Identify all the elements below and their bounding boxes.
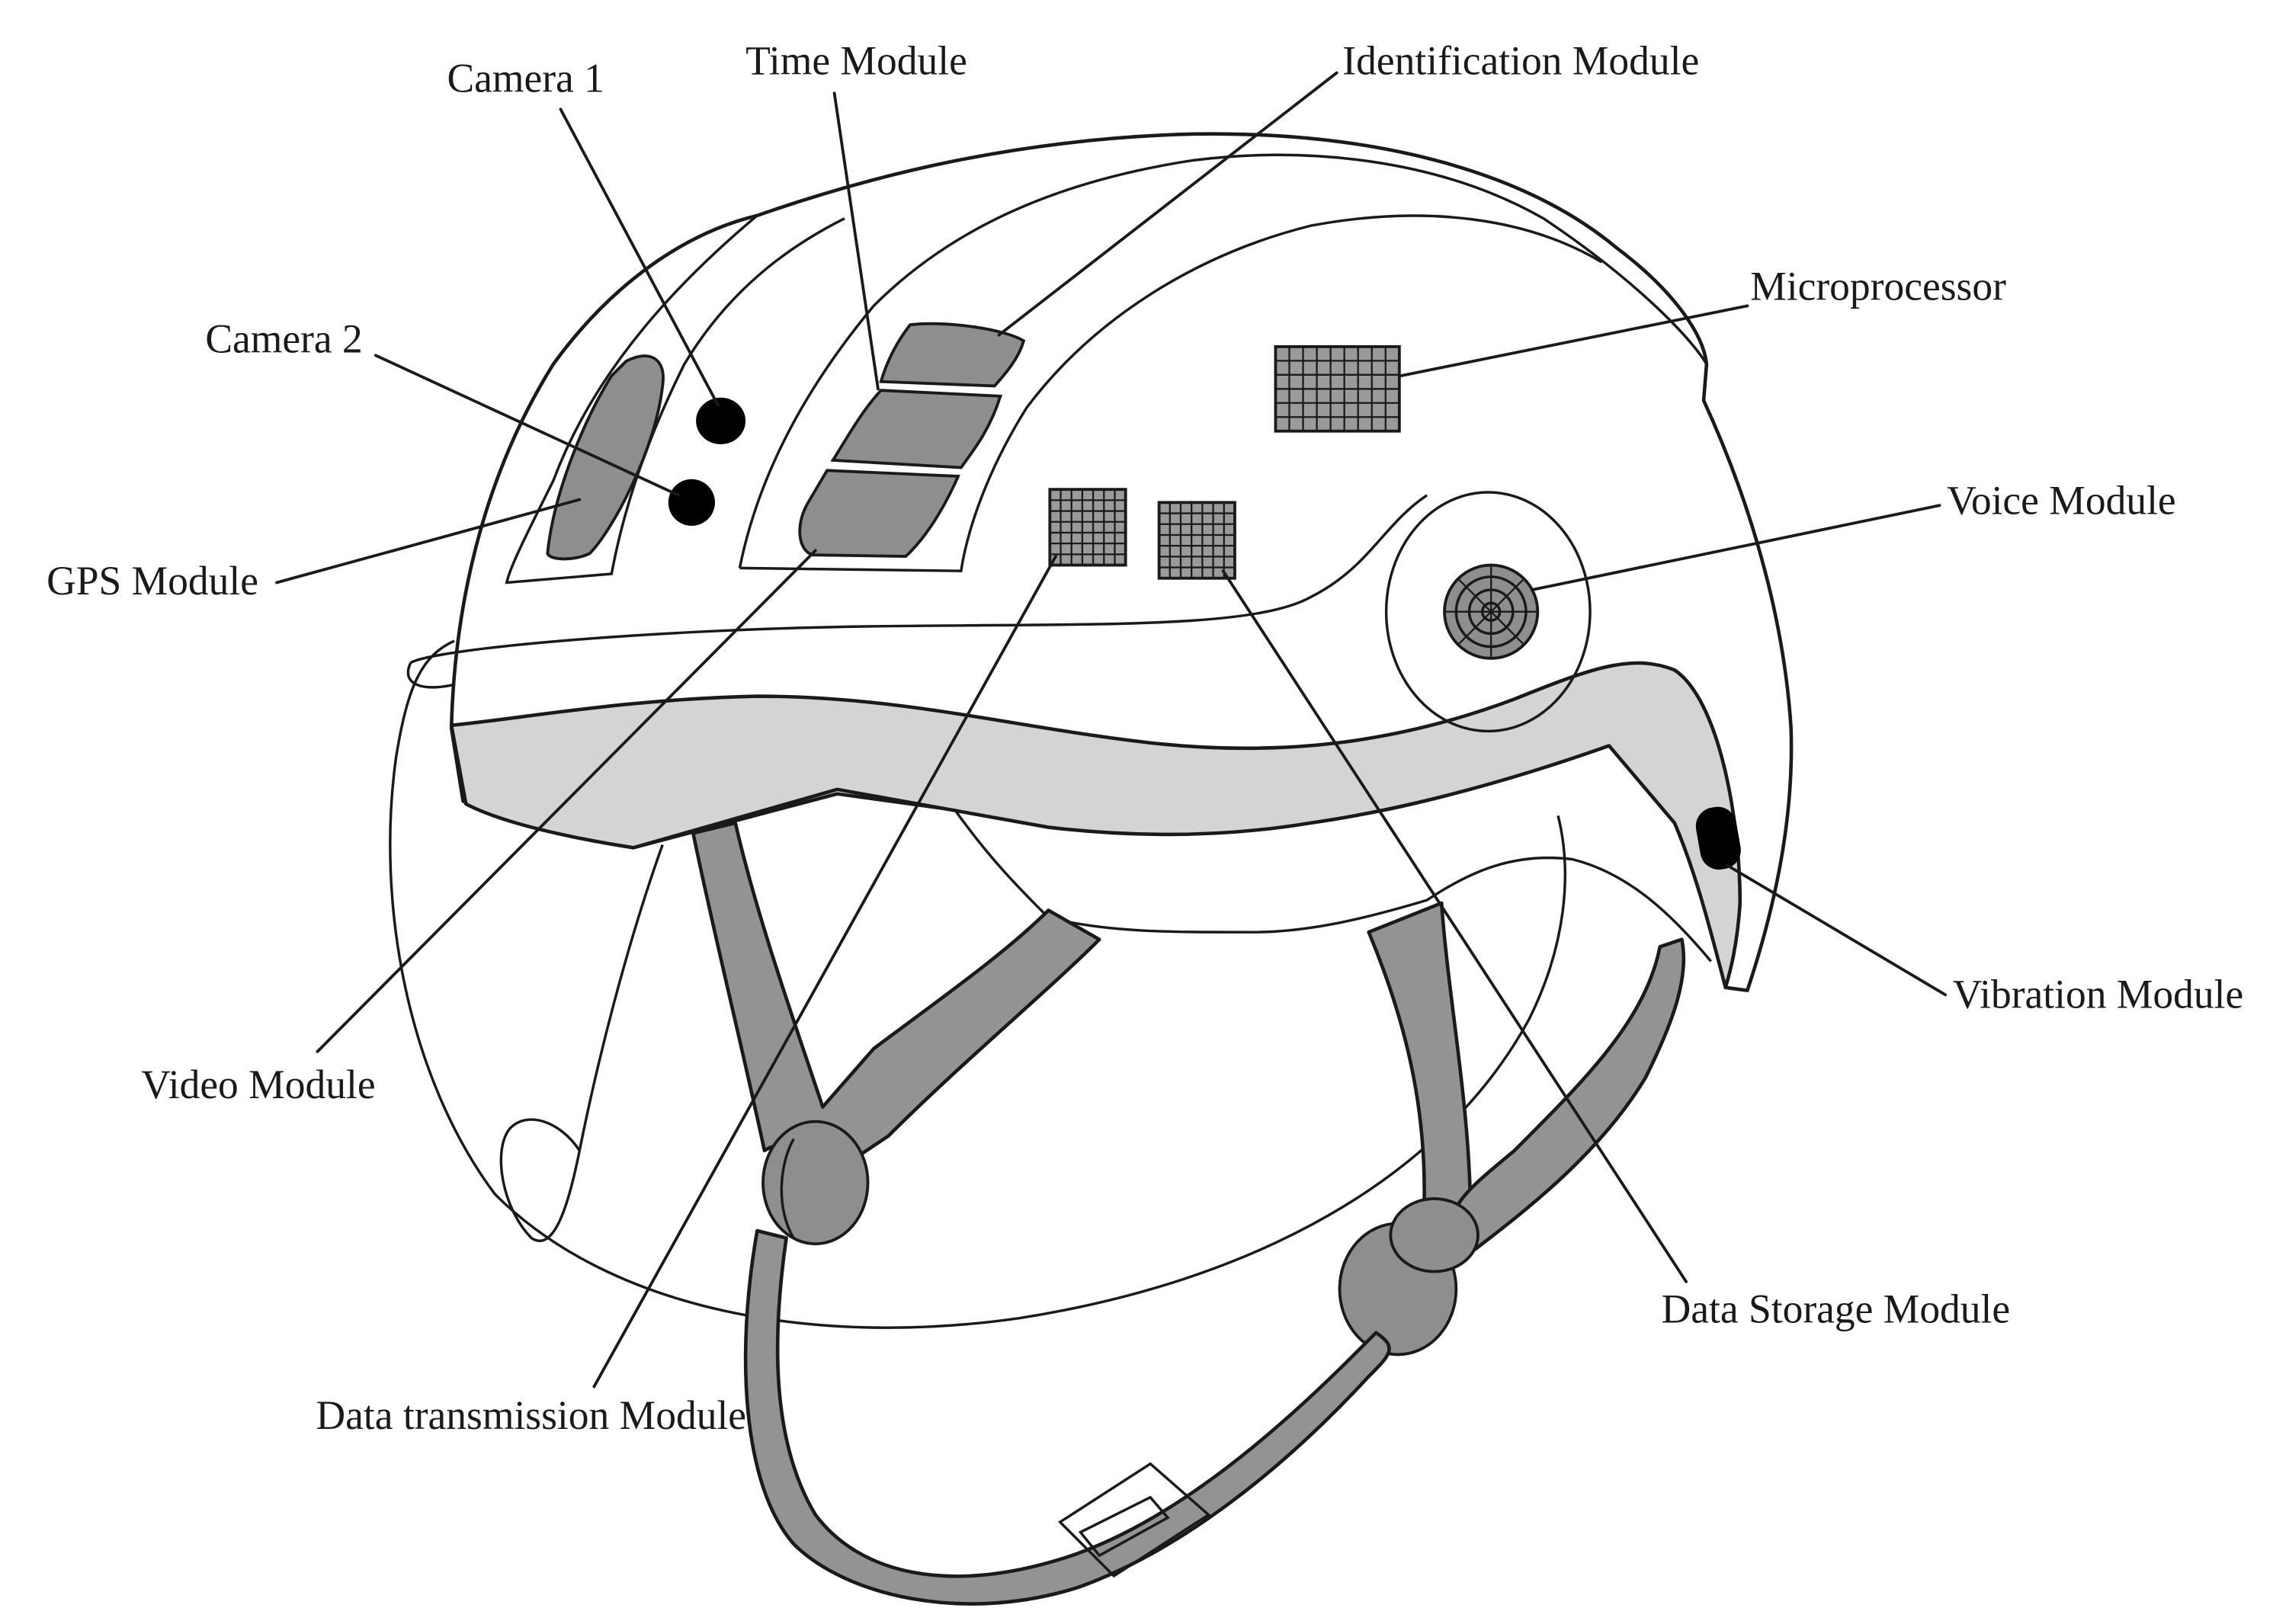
leader-voice-module: [1530, 504, 1941, 591]
voice-module-housing: [1384, 491, 1592, 733]
voice-module-speaker: [1443, 563, 1540, 660]
leader-identification-module: [997, 71, 1338, 337]
leader-gps-module: [275, 498, 582, 585]
shell-ridge-mid: [738, 153, 1708, 569]
gps-module: [546, 354, 665, 561]
label-voice-module: Voice Module: [1947, 478, 2176, 524]
left-strap-buckle-edge: [780, 1138, 795, 1239]
visor-left-flap: [406, 661, 664, 1242]
leader-microprocessor: [1399, 304, 1749, 378]
leader-time-module: [832, 91, 880, 391]
label-vibration-module: Vibration Module: [1953, 972, 2244, 1017]
leader-camera-1: [559, 107, 720, 407]
leader-video-module: [316, 549, 817, 1053]
leader-camera-2: [373, 354, 681, 497]
right-strap-buckle-top: [1389, 1197, 1480, 1273]
identification-module: [879, 322, 1026, 388]
label-video-module: Video Module: [141, 1062, 375, 1107]
label-identification-module: Identification Module: [1342, 37, 1699, 83]
camera-1: [696, 397, 746, 444]
label-microprocessor: Microprocessor: [1750, 264, 2006, 309]
label-time-module: Time Module: [745, 37, 967, 83]
leader-vibration-module: [1725, 863, 1948, 997]
vibration-module: [1695, 806, 1741, 870]
left-front-strap: [691, 821, 1101, 1168]
right-strap: [1367, 901, 1473, 1225]
visor-edge: [409, 494, 1428, 665]
time-module: [830, 389, 1002, 469]
microprocessor-chip: [1274, 344, 1401, 433]
video-module: [798, 469, 960, 559]
data-storage-chip: [1157, 501, 1236, 580]
camera-2: [668, 479, 715, 526]
label-gps-module: GPS Module: [46, 558, 258, 604]
leader-data-transmission-module: [592, 555, 1057, 1389]
rear-strap: [1451, 937, 1686, 1254]
data-transmission-chip: [1048, 488, 1127, 567]
leader-lines: [275, 71, 1948, 1389]
label-camera-1: Camera 1: [447, 55, 604, 101]
helmet-rim-band: [449, 661, 1742, 990]
label-camera-2: Camera 2: [205, 316, 362, 362]
visor: [389, 639, 1566, 1329]
left-strap-buckle: [761, 1120, 870, 1246]
chin-strap: [743, 1228, 1391, 1606]
chin-strap-clip: [1057, 1462, 1211, 1578]
leader-data-storage-module: [1221, 569, 1688, 1283]
shell-ridge-front: [505, 214, 845, 585]
label-data-storage-module: Data Storage Module: [1662, 1286, 2011, 1331]
label-data-transmission-module: Data transmission Module: [316, 1392, 747, 1438]
shell-ridge-inner: [739, 214, 1603, 572]
